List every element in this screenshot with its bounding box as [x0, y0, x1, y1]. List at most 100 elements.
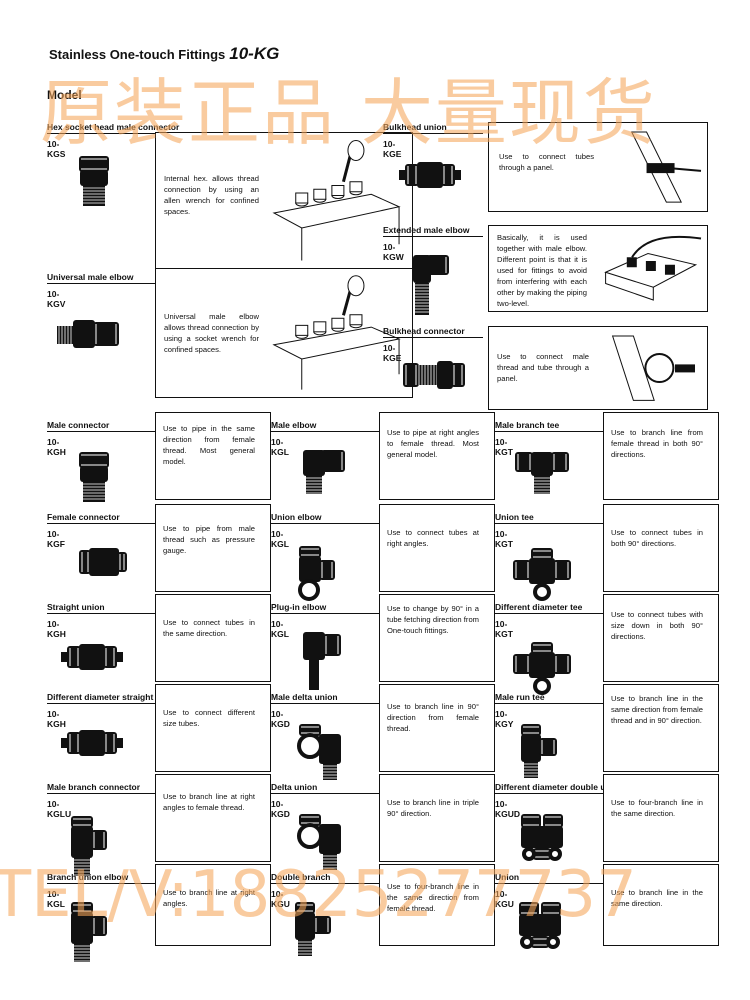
fitting-code: 10-KGW [383, 242, 404, 262]
fitting-code: 10-KGT [495, 437, 513, 457]
fitting-description: Use to branch line in the same direction… [611, 694, 703, 725]
fitting-code: 10-KGL [271, 437, 289, 457]
fitting-description: Use to four-branch line in the same dire… [611, 798, 703, 818]
fitting-description: Use to connect tubes at right angles. [387, 528, 479, 548]
fitting-code: 10-KGH [47, 619, 66, 639]
fitting-description: Use to pipe at right angles to female th… [387, 428, 479, 459]
title-underline [47, 133, 157, 134]
fitting-title: Different diameter tee [495, 602, 583, 612]
description-box: Internal hex. allows thread connection b… [155, 132, 413, 269]
title-underline [383, 133, 483, 134]
title-underline [495, 431, 605, 432]
fitting-title: Different diameter double union "Y" [495, 782, 640, 792]
fitting-code: 10-KGT [495, 619, 513, 639]
description-box: Use to connect tubes in the same directi… [155, 594, 271, 682]
fitting-description: Use to connect tubes with size down in b… [611, 610, 703, 641]
title-underline [271, 613, 381, 614]
title-underline [271, 431, 381, 432]
fitting-description: Use to pipe in the same direction from f… [163, 424, 255, 466]
fitting-description: Use to four-branch line in the same dire… [387, 882, 479, 913]
fitting-code: 10-KGU [495, 889, 514, 909]
fitting-code: 10-KGT [495, 529, 513, 549]
header-title: Stainless One-touch Fittings [49, 47, 226, 62]
description-box: Use to branch line in 90° direction from… [379, 684, 495, 772]
fitting-code: 10-KGLU [47, 799, 72, 819]
description-box: Use to branch line in the same direction… [603, 684, 719, 772]
fitting-icon [413, 255, 449, 315]
fitting-title: Delta union [271, 782, 318, 792]
title-underline [47, 613, 157, 614]
fitting-description: Basically, it is used together with male… [497, 233, 587, 308]
fitting-description: Use to connect tubes in the same directi… [163, 618, 255, 638]
fitting-title: Union [495, 872, 520, 882]
title-underline [271, 793, 381, 794]
fitting-icon [303, 632, 341, 690]
title-underline [271, 703, 381, 704]
fitting-icon [57, 320, 119, 348]
fitting-description: Use to branch line in triple 90° directi… [387, 798, 479, 818]
fitting-description: Use to branch line in the same direction… [611, 888, 703, 908]
fitting-description: Use to branch line at right angles. [163, 888, 255, 908]
fitting-icon [521, 814, 563, 861]
fitting-icon [521, 724, 557, 778]
description-box: Use to connect tubes in both 90° directi… [603, 504, 719, 592]
fitting-title: Union elbow [271, 512, 322, 522]
fitting-title: Union tee [495, 512, 534, 522]
fitting-icon [71, 902, 107, 962]
description-box: Use to branch line in the same direction… [603, 864, 719, 946]
title-underline [271, 523, 381, 524]
fitting-description: Use to connect tubes in both 90° directi… [611, 528, 703, 548]
title-underline [495, 523, 605, 524]
fitting-description: Use to connect male thread and tube thro… [497, 352, 589, 383]
title-underline [495, 883, 605, 884]
fitting-title: Male branch connector [47, 782, 141, 792]
fitting-title: Bulkhead connector [383, 326, 465, 336]
usage-illustration [630, 131, 702, 203]
fitting-title: Male delta union [271, 692, 338, 702]
usage-illustration [611, 335, 695, 401]
fitting-code: 10-KGS [47, 139, 66, 159]
header-code: 10-KG [229, 44, 280, 63]
description-box: Use to branch line from female thread in… [603, 412, 719, 500]
fitting-icon [79, 548, 127, 576]
fitting-title: Male run tee [495, 692, 545, 702]
fitting-icon [71, 816, 107, 876]
fitting-icon [298, 546, 335, 601]
fitting-icon [513, 548, 571, 601]
fitting-description: Use to connect different size tubes. [163, 708, 255, 728]
title-underline [271, 883, 381, 884]
fitting-icon [303, 450, 345, 494]
fitting-title: Double branch [271, 872, 331, 882]
fitting-code: 10-KGH [47, 709, 66, 729]
fitting-icon [515, 452, 569, 494]
fitting-icon [519, 902, 561, 949]
description-box: Use to connect male thread and tube thro… [488, 326, 708, 410]
fitting-description: Internal hex. allows thread connection b… [164, 174, 259, 216]
title-underline [47, 283, 157, 284]
fitting-icon [403, 361, 465, 389]
title-underline [383, 337, 483, 338]
fitting-code: 10-KGUD [495, 799, 521, 819]
description-box: Universal male elbow allows thread conne… [155, 268, 413, 398]
description-box: Use to connect tubes at right angles. [379, 504, 495, 592]
title-underline [47, 703, 157, 704]
fitting-description: Universal male elbow allows thread conne… [164, 312, 259, 354]
fitting-code: 10-KGL [47, 889, 65, 909]
fitting-title: Universal male elbow [47, 272, 134, 282]
fitting-icon [513, 642, 571, 695]
fitting-title: Different diameter straight [47, 692, 154, 702]
fitting-title: Extended male elbow [383, 225, 470, 235]
fitting-code: 10-KGY [495, 709, 514, 729]
fitting-title: Branch union elbow [47, 872, 129, 882]
fitting-title: Bulkhead union [383, 122, 447, 132]
fitting-description: Use to branch line in 90° direction from… [387, 702, 479, 733]
fitting-icon [295, 902, 331, 956]
fitting-title: Male branch tee [495, 420, 560, 430]
fitting-description: Use to branch line from female thread in… [611, 428, 703, 459]
fitting-code: 10-KGH [47, 437, 66, 457]
description-box: Use to four-branch line in the same dire… [603, 774, 719, 862]
fitting-code: 10-KGV [47, 289, 66, 309]
title-underline [383, 236, 483, 237]
title-underline [47, 793, 157, 794]
